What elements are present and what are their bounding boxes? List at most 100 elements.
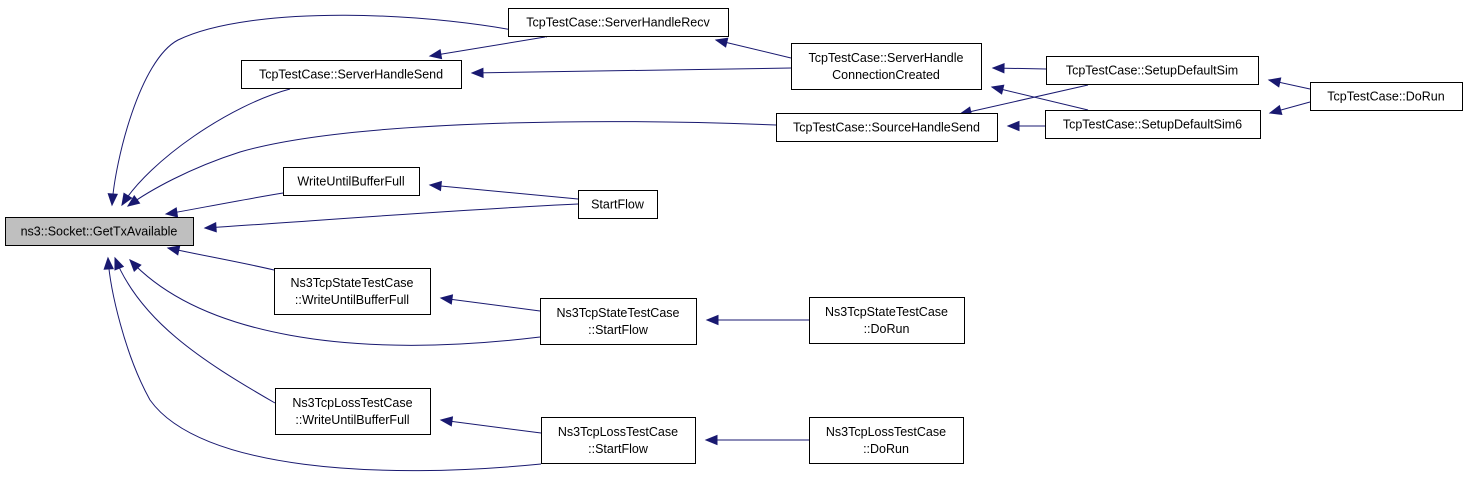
node-srv_conn[interactable]: TcpTestCase::ServerHandleConnectionCreat… (791, 43, 982, 90)
edge-setup_sim6-to-src_send (1006, 120, 1045, 132)
call-nodes: ns3::Socket::GetTxAvailable TcpTestCase::… (5, 8, 1463, 464)
node-loss_dorun[interactable]: Ns3TcpLossTestCase::DoRun (809, 417, 964, 464)
node-label: Ns3TcpStateTestCase (825, 305, 948, 319)
edge-loss_wubf-to-root (114, 256, 276, 404)
node-state_dorun[interactable]: Ns3TcpStateTestCase::DoRun (809, 297, 965, 344)
node-state_sf[interactable]: Ns3TcpStateTestCase::StartFlow (540, 298, 697, 345)
arrow-head-icon (164, 207, 179, 218)
node-box (541, 417, 696, 464)
edge-src_send-to-root (126, 121, 777, 207)
edge-line (959, 84, 1089, 115)
edge-line (114, 257, 276, 404)
edge-line (127, 121, 777, 207)
node-label: ::StartFlow (588, 323, 649, 337)
arrow-head-icon (714, 37, 729, 48)
node-label: ::StartFlow (588, 442, 649, 456)
arrow-head-icon (991, 62, 1005, 74)
node-label: TcpTestCase::ServerHandleRecv (526, 16, 710, 30)
arrow-head-icon (103, 256, 114, 270)
node-src_send[interactable]: TcpTestCase::SourceHandleSend (776, 113, 998, 142)
node-label: Ns3TcpStateTestCase (557, 306, 680, 320)
arrow-head-icon (439, 294, 454, 305)
node-box (275, 388, 431, 435)
node-label: Ns3TcpLossTestCase (826, 425, 946, 439)
node-setup_sim[interactable]: TcpTestCase::SetupDefaultSim (1046, 56, 1259, 85)
node-srv_recv[interactable]: TcpTestCase::ServerHandleRecv (508, 8, 729, 37)
arrow-head-icon (114, 256, 125, 271)
edge-state_dorun-to-state_sf (705, 314, 809, 326)
edge-line (129, 259, 541, 346)
node-label: TcpTestCase::ServerHandle (809, 51, 964, 65)
node-label: ::DoRun (863, 442, 909, 456)
node-box (508, 8, 729, 37)
arrow-head-icon (705, 314, 719, 326)
edge-line (429, 36, 546, 57)
node-state_wubf[interactable]: Ns3TcpStateTestCase::WriteUntilBufferFul… (274, 268, 431, 315)
node-label: ::WriteUntilBufferFull (295, 413, 409, 427)
edge-wubf-to-root (164, 192, 284, 218)
node-label: StartFlow (591, 198, 645, 212)
node-label: TcpTestCase::SetupDefaultSim6 (1063, 118, 1242, 132)
edge-srv_conn-to-srv_recv (714, 37, 792, 59)
node-box (1045, 110, 1261, 139)
edge-setup_sim-to-srv_conn (991, 62, 1047, 74)
node-label: TcpTestCase::SetupDefaultSim (1066, 64, 1238, 78)
node-box (809, 417, 964, 464)
node-startflow[interactable]: StartFlow (578, 190, 658, 219)
arrow-head-icon (1268, 104, 1283, 116)
node-srv_send[interactable]: TcpTestCase::ServerHandleSend (241, 60, 462, 89)
node-wubf[interactable]: WriteUntilBufferFull (283, 167, 420, 196)
edge-srv_recv-to-root (107, 14, 548, 207)
arrow-head-icon (428, 180, 442, 192)
edge-startflow-to-wubf (428, 180, 579, 200)
node-label: ::WriteUntilBufferFull (295, 293, 409, 307)
arrow-head-icon (166, 245, 181, 256)
node-label: Ns3TcpStateTestCase (291, 276, 414, 290)
edge-line (165, 192, 284, 215)
node-tcp_dorun[interactable]: TcpTestCase::DoRun (1310, 82, 1463, 111)
edge-line (991, 86, 1089, 111)
arrow-head-icon (439, 416, 454, 427)
node-root[interactable]: ns3::Socket::GetTxAvailable (5, 217, 194, 246)
edge-srv_send-to-root (121, 88, 291, 207)
edge-line (715, 39, 792, 59)
arrow-head-icon (470, 67, 484, 79)
node-label: TcpTestCase::SourceHandleSend (793, 121, 980, 135)
node-box (241, 60, 462, 89)
edge-tcp_dorun-to-setup_sim (1267, 77, 1311, 90)
edge-loss_sf-to-root (103, 256, 542, 472)
edge-setup_sim6-to-srv_conn (990, 84, 1089, 111)
edge-line (167, 247, 275, 271)
arrow-head-icon (126, 194, 141, 207)
node-label: ns3::Socket::GetTxAvailable (21, 225, 178, 239)
node-box (809, 297, 965, 344)
call-edges (103, 14, 1311, 472)
arrow-head-icon (1267, 77, 1282, 88)
node-box (1310, 82, 1463, 111)
node-setup_sim6[interactable]: TcpTestCase::SetupDefaultSim6 (1045, 110, 1261, 139)
edge-line (440, 419, 542, 434)
arrow-head-icon (1006, 120, 1020, 132)
edge-startflow-to-root (203, 203, 579, 233)
node-loss_wubf[interactable]: Ns3TcpLossTestCase::WriteUntilBufferFull (275, 388, 431, 435)
edge-loss_sf-to-loss_wubf (439, 416, 542, 434)
edge-state_wubf-to-root (166, 245, 275, 271)
node-loss_sf[interactable]: Ns3TcpLossTestCase::StartFlow (541, 417, 696, 464)
node-label: TcpTestCase::ServerHandleSend (259, 68, 443, 82)
node-box (283, 167, 420, 196)
node-label: WriteUntilBufferFull (297, 175, 404, 189)
edge-line (121, 88, 291, 206)
node-label: ConnectionCreated (832, 68, 940, 82)
edge-tcp_dorun-to-setup_sim6 (1268, 101, 1311, 116)
node-box (776, 113, 998, 142)
arrow-head-icon (107, 193, 118, 207)
node-box (540, 298, 697, 345)
edge-line (204, 203, 579, 229)
arrow-head-icon (121, 192, 133, 207)
node-box (791, 43, 982, 90)
edge-srv_conn-to-srv_send (470, 67, 792, 79)
edge-state_sf-to-root (129, 259, 541, 346)
edge-line (111, 14, 548, 206)
arrow-head-icon (704, 434, 718, 446)
edge-loss_dorun-to-loss_sf (704, 434, 809, 446)
